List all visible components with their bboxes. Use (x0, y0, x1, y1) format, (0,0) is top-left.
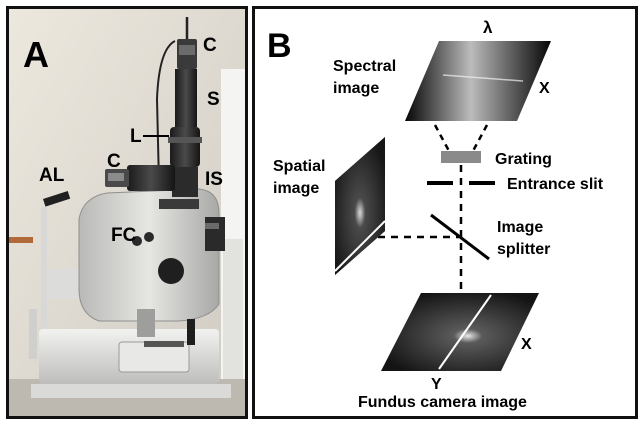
lambda-axis-label: λ (483, 18, 493, 37)
label-lens: L (130, 126, 142, 147)
panel-b: B λ X Spectral image Grating Entrance sl… (252, 6, 638, 419)
image-splitter-label-2: splitter (497, 241, 550, 258)
image-splitter-block (172, 167, 198, 197)
label-spectrograph: S (207, 89, 220, 110)
cable (155, 40, 176, 185)
lens-stack (170, 127, 200, 167)
small-knob-2 (144, 232, 154, 242)
spectral-image-label-2: image (333, 80, 379, 97)
headrest-leg (29, 309, 37, 359)
label-camera-side: C (107, 151, 121, 172)
table-foot (31, 384, 231, 398)
lens-ring (168, 137, 202, 143)
grating-label: Grating (495, 151, 552, 168)
spectral-band (442, 74, 524, 82)
camera-knob (158, 258, 184, 284)
camera-top-plate (159, 199, 199, 209)
label-image-splitter: IS (205, 169, 223, 190)
grating (441, 151, 481, 163)
camera-top-face (179, 45, 195, 55)
fundus-y-label: Y (431, 376, 442, 393)
control-buttons (144, 341, 184, 347)
wall-rail (9, 237, 33, 243)
fundus-x-label: X (521, 336, 532, 353)
label-fundus-camera: FC (111, 225, 137, 246)
image-splitter-label-1: Image (497, 219, 543, 236)
spectral-x-label: X (539, 80, 550, 97)
headrest-post (41, 207, 47, 327)
entrance-slit-label: Entrance slit (507, 176, 604, 193)
cabinet-lower (223, 239, 243, 399)
side-eyepiece-highlight (205, 223, 219, 229)
spatial-image-label-2: image (273, 180, 319, 197)
spectral-image (405, 41, 551, 121)
panel-a: A C S L C IS AL FC (6, 6, 248, 419)
spatial-image-label-1: Spatial (273, 158, 325, 175)
side-eyepiece (205, 217, 225, 251)
small-knob-1 (132, 236, 142, 246)
spatial-image (335, 137, 385, 275)
side-lens (127, 165, 175, 191)
label-camera-top: C (203, 35, 217, 56)
panel-b-letter: B (267, 27, 292, 65)
panel-a-letter: A (23, 34, 49, 75)
schematic: B λ X Spectral image Grating Entrance sl… (267, 18, 604, 411)
side-camera-face (108, 173, 124, 181)
fundus-caption: Fundus camera image (358, 394, 527, 411)
joystick-base (137, 309, 155, 337)
spectrograph (175, 69, 197, 127)
spectral-image-label-1: Spectral (333, 58, 396, 75)
alignment-arm (43, 190, 71, 207)
ray-left (433, 124, 451, 152)
spatial-scan-line (334, 220, 386, 272)
fundus-image (381, 293, 539, 371)
label-alignment: AL (39, 165, 65, 186)
fundus-scan-line (438, 294, 492, 370)
instrument-photo: A C S L C IS AL FC (9, 9, 245, 416)
fundus-camera-body (78, 188, 220, 322)
ray-right (471, 124, 489, 152)
joystick (187, 319, 195, 345)
